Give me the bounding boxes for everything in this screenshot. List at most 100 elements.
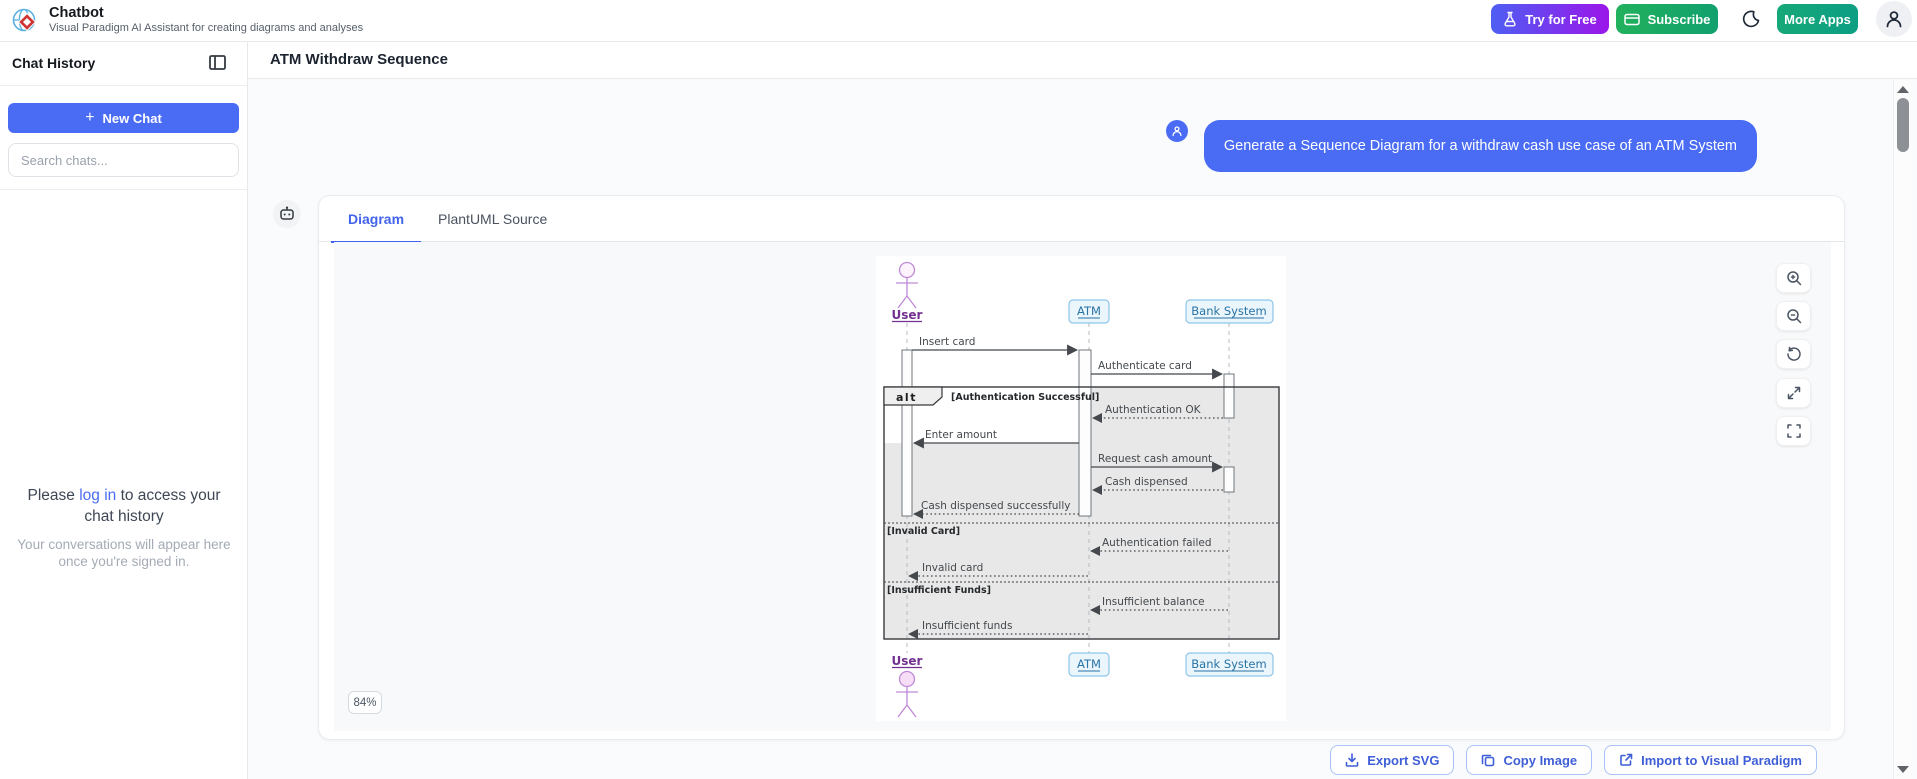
message-label: Authentication OK — [1105, 404, 1202, 416]
zoom-out-button[interactable] — [1776, 301, 1811, 331]
person-icon — [1886, 11, 1902, 28]
more-apps-button[interactable]: More Apps — [1777, 4, 1858, 34]
login-prompt: Please log in to access your chat histor… — [12, 486, 236, 571]
zoom-in-button[interactable] — [1776, 263, 1811, 293]
message-label: Invalid card — [922, 562, 983, 574]
try-for-free-label: Try for Free — [1525, 11, 1597, 27]
message-label: Insert card — [919, 336, 975, 348]
vertical-scrollbar[interactable] — [1893, 80, 1911, 779]
zoom-in-icon — [1786, 271, 1801, 286]
credit-card-icon — [1623, 13, 1640, 25]
guard-invalid-card: [Invalid Card] — [887, 526, 960, 537]
import-to-visual-paradigm-button[interactable]: Import to Visual Paradigm — [1604, 745, 1817, 775]
app-subtitle: Visual Paradigm AI Assistant for creatin… — [49, 22, 364, 34]
sidebar-collapse-button[interactable] — [207, 54, 227, 74]
flask-icon — [1504, 11, 1516, 27]
scroll-up-arrow[interactable] — [1897, 86, 1909, 93]
moon-icon — [1742, 10, 1760, 28]
subscribe-label: Subscribe — [1647, 11, 1711, 27]
zoom-level-badge: 84% — [348, 691, 382, 714]
message-label: Authentication failed — [1102, 537, 1212, 549]
tab-plantuml-source[interactable]: PlantUML Source — [438, 211, 548, 227]
plus-icon: + — [85, 109, 95, 126]
user-message-bubble: Generate a Sequence Diagram for a withdr… — [1203, 120, 1757, 172]
participant-atm-top — [1068, 299, 1110, 324]
zoom-out-icon — [1786, 309, 1801, 324]
login-prefix: Please — [27, 487, 75, 504]
message-label: Enter amount — [925, 429, 997, 441]
brand: Chatbot Visual Paradigm AI Assistant for… — [12, 5, 363, 35]
scrollbar-thumb[interactable] — [1897, 98, 1909, 152]
diagram-card: Diagram PlantUML Source — [318, 195, 1845, 740]
login-hint: Your conversations will appear here once… — [17, 536, 231, 570]
app-header: Chatbot Visual Paradigm AI Assistant for… — [0, 0, 1917, 42]
external-link-icon — [1620, 753, 1633, 766]
scroll-down-arrow[interactable] — [1897, 766, 1909, 773]
new-chat-button[interactable]: + New Chat — [8, 103, 239, 133]
copy-icon — [1482, 754, 1495, 767]
app-title: Chatbot — [49, 5, 104, 21]
activation-bank-1 — [1223, 373, 1235, 419]
guard-insufficient-funds: [Insufficient Funds] — [887, 585, 991, 596]
account-avatar[interactable] — [1876, 1, 1912, 37]
fullscreen-icon — [1786, 424, 1801, 438]
message-label: Insufficient balance — [1102, 596, 1205, 608]
new-chat-label: New Chat — [102, 110, 162, 126]
sidebar-title: Chat History — [12, 55, 96, 71]
panel-toggle-icon — [208, 55, 226, 70]
chat-area: Generate a Sequence Diagram for a withdr… — [248, 79, 1917, 779]
sidebar-header: Chat History — [0, 42, 247, 86]
more-apps-label: More Apps — [1784, 11, 1851, 27]
tab-diagram[interactable]: Diagram — [331, 196, 422, 243]
activation-user — [901, 349, 913, 517]
search-chats-input[interactable] — [8, 143, 239, 177]
copy-image-button[interactable]: Copy Image — [1466, 745, 1593, 775]
message-label: Request cash amount — [1098, 453, 1212, 465]
fullscreen-button[interactable] — [1776, 416, 1811, 446]
login-suffix: to access your chat history — [84, 487, 221, 525]
fit-expand-button[interactable] — [1776, 378, 1811, 408]
participant-atm-bottom — [1068, 652, 1110, 677]
actor-user-top: User — [892, 261, 923, 323]
alt-operator-label: alt — [896, 391, 917, 404]
diagram-actions: Export SVG Copy Image Import to Visual P… — [1330, 745, 1817, 775]
visual-paradigm-logo-icon — [12, 8, 37, 31]
log-in-link[interactable]: log in — [79, 487, 117, 504]
reset-icon — [1786, 346, 1801, 361]
tab-bar: Diagram PlantUML Source — [319, 196, 1844, 243]
message-label: Cash dispensed — [1105, 476, 1188, 488]
alt-fragment-frame — [883, 386, 1280, 640]
message-label: Insufficient funds — [922, 620, 1012, 632]
sequence-diagram: alt [Authentication Successful] [Invalid… — [876, 256, 1286, 721]
participant-label: Bank System — [1191, 657, 1266, 671]
chat-history-sidebar: Chat History + New Chat Please log in to… — [0, 42, 248, 779]
participant-label: Bank System — [1191, 304, 1266, 318]
actor-user-bottom: User — [892, 654, 923, 718]
bot-avatar — [273, 200, 301, 228]
export-svg-button[interactable]: Export SVG — [1330, 745, 1455, 775]
participant-label: ATM — [1077, 657, 1101, 671]
guard-authentication-successful: [Authentication Successful] — [951, 392, 1099, 403]
subscribe-button[interactable]: Subscribe — [1616, 4, 1718, 34]
participant-bank-system-bottom — [1185, 652, 1274, 677]
alt-operator-pentagon — [883, 386, 943, 406]
try-for-free-button[interactable]: Try for Free — [1491, 4, 1609, 34]
robot-icon — [280, 206, 294, 220]
page-title: ATM Withdraw Sequence — [270, 51, 448, 68]
user-message-row: Generate a Sequence Diagram for a withdr… — [1165, 120, 1757, 172]
dark-mode-toggle[interactable] — [1738, 4, 1764, 34]
reset-view-button[interactable] — [1776, 339, 1811, 369]
expand-icon — [1787, 386, 1800, 400]
actor-label: User — [892, 654, 923, 668]
activation-bank-2 — [1223, 466, 1235, 493]
user-avatar — [1165, 120, 1188, 142]
message-label: Cash dispensed successfully — [921, 500, 1070, 512]
person-icon — [1172, 126, 1182, 137]
participant-bank-system-top — [1185, 299, 1274, 324]
actor-label: User — [892, 308, 923, 322]
diagram-canvas[interactable]: alt [Authentication Successful] [Invalid… — [334, 242, 1831, 731]
download-icon — [1345, 753, 1359, 767]
activation-atm — [1078, 349, 1092, 517]
participant-label: ATM — [1077, 304, 1101, 318]
